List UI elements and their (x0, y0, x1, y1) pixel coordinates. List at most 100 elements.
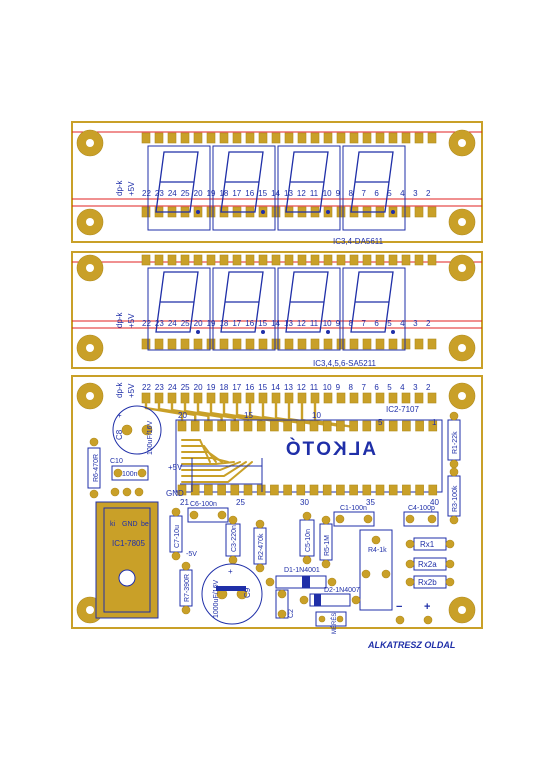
ic-pad (402, 420, 411, 432)
ic-pin-1: 1 (432, 418, 437, 427)
pin-number: 20 (194, 189, 203, 198)
decimal-point (326, 330, 330, 334)
svg-text:C4-100p: C4-100p (408, 505, 435, 512)
seven-segment-display (147, 267, 406, 351)
meres-label: MÉRÉS (331, 613, 338, 634)
pin-number: 19 (207, 319, 216, 328)
trace (248, 400, 289, 428)
pad (414, 392, 424, 404)
pin-number: 6 (374, 383, 379, 392)
svg-text:C6-100n: C6-100n (190, 501, 217, 508)
ic-pad (204, 484, 213, 496)
ic-pad (336, 484, 345, 496)
pad (401, 206, 411, 218)
pad (349, 254, 359, 266)
rx-resistors: Rx1 Rx2a Rx2b (405, 537, 455, 589)
decimal-point (196, 210, 200, 214)
pin-number: 11 (310, 383, 319, 392)
pad (310, 338, 320, 350)
pin-number: 6 (374, 319, 379, 328)
pin-number: 7 (361, 189, 366, 198)
pad (297, 338, 307, 350)
decimal-point (326, 210, 330, 214)
digit-segments (285, 151, 329, 213)
pin-number: 13 (284, 189, 293, 198)
pad (375, 254, 385, 266)
seven-segment-display (147, 145, 406, 231)
ic-pad (415, 484, 424, 496)
pad (284, 132, 294, 144)
ic-pad (402, 484, 411, 496)
c4-capacitor: C4-100p (403, 505, 439, 527)
pin-number: 12 (297, 383, 306, 392)
ic1-regulator: ki GND be IC1-7805 (95, 487, 159, 619)
digit-segments (220, 271, 264, 333)
ic-pad (362, 484, 372, 496)
pin-number: 17 (232, 319, 241, 328)
svg-text:be: be (141, 521, 149, 528)
pad (141, 254, 151, 266)
svg-text:C2: C2 (288, 609, 295, 618)
ic-pad (336, 420, 345, 432)
pin-number: 20 (194, 319, 203, 328)
svg-text:R2-470k: R2-470k (258, 533, 265, 560)
pad (388, 132, 398, 144)
svg-text:D2-1N4007: D2-1N4007 (324, 587, 360, 594)
ic-pad (322, 484, 332, 496)
c1-capacitor: C1-100n (333, 505, 375, 527)
pad (427, 132, 437, 144)
pad (349, 338, 359, 350)
mounting-hole (76, 129, 104, 157)
d1-diode: D1-1N4001 (265, 567, 337, 589)
pin-number: 24 (168, 383, 177, 392)
pin-number: 19 (207, 189, 216, 198)
mounting-hole (76, 254, 104, 282)
pin-number: 3 (413, 189, 418, 198)
mounting-hole (448, 596, 476, 624)
ic-pad (177, 420, 187, 432)
pin-number: 22 (142, 383, 151, 392)
pin-number: 10 (323, 319, 332, 328)
ic2-footprint: IC2-7107 20 15 10 5 1 21 25 30 35 40 ALK… (175, 405, 443, 507)
pad (427, 206, 437, 218)
svg-text:R4-1k: R4-1k (368, 547, 387, 554)
ic-pad (283, 484, 292, 496)
trace (181, 461, 253, 483)
pad (336, 132, 346, 144)
pad (167, 132, 177, 144)
pad (414, 254, 424, 266)
ic-pad (283, 420, 292, 432)
ic-pad (309, 484, 319, 496)
pad (219, 254, 229, 266)
pad (336, 392, 346, 404)
ic-pad (388, 420, 398, 432)
svg-text:C7-10u: C7-10u (174, 525, 181, 548)
trace (181, 445, 217, 463)
pad (310, 254, 320, 266)
pin-number: 24 (168, 189, 177, 198)
pad (193, 254, 203, 266)
decimal-point (391, 330, 395, 334)
svg-text:C3-220n: C3-220n (231, 525, 238, 552)
pad (388, 254, 398, 266)
pin-number: 23 (155, 383, 164, 392)
ic-pad (243, 420, 253, 432)
pin-number: 19 (207, 383, 216, 392)
pad (297, 132, 307, 144)
pin-number: 3 (413, 319, 418, 328)
ic-pad (375, 420, 385, 432)
pad (154, 254, 164, 266)
pin-number: 22 (142, 189, 151, 198)
pad (336, 206, 346, 218)
mounting-hole (448, 254, 476, 282)
mirrored-alkoto-text: ALKOTÓ (284, 438, 376, 460)
pad (362, 132, 372, 144)
pad (362, 392, 372, 404)
pad (401, 392, 411, 404)
pad (180, 132, 190, 144)
pin-number: 25 (181, 189, 190, 198)
ic-pad (415, 420, 424, 432)
pin-number: 16 (245, 189, 254, 198)
